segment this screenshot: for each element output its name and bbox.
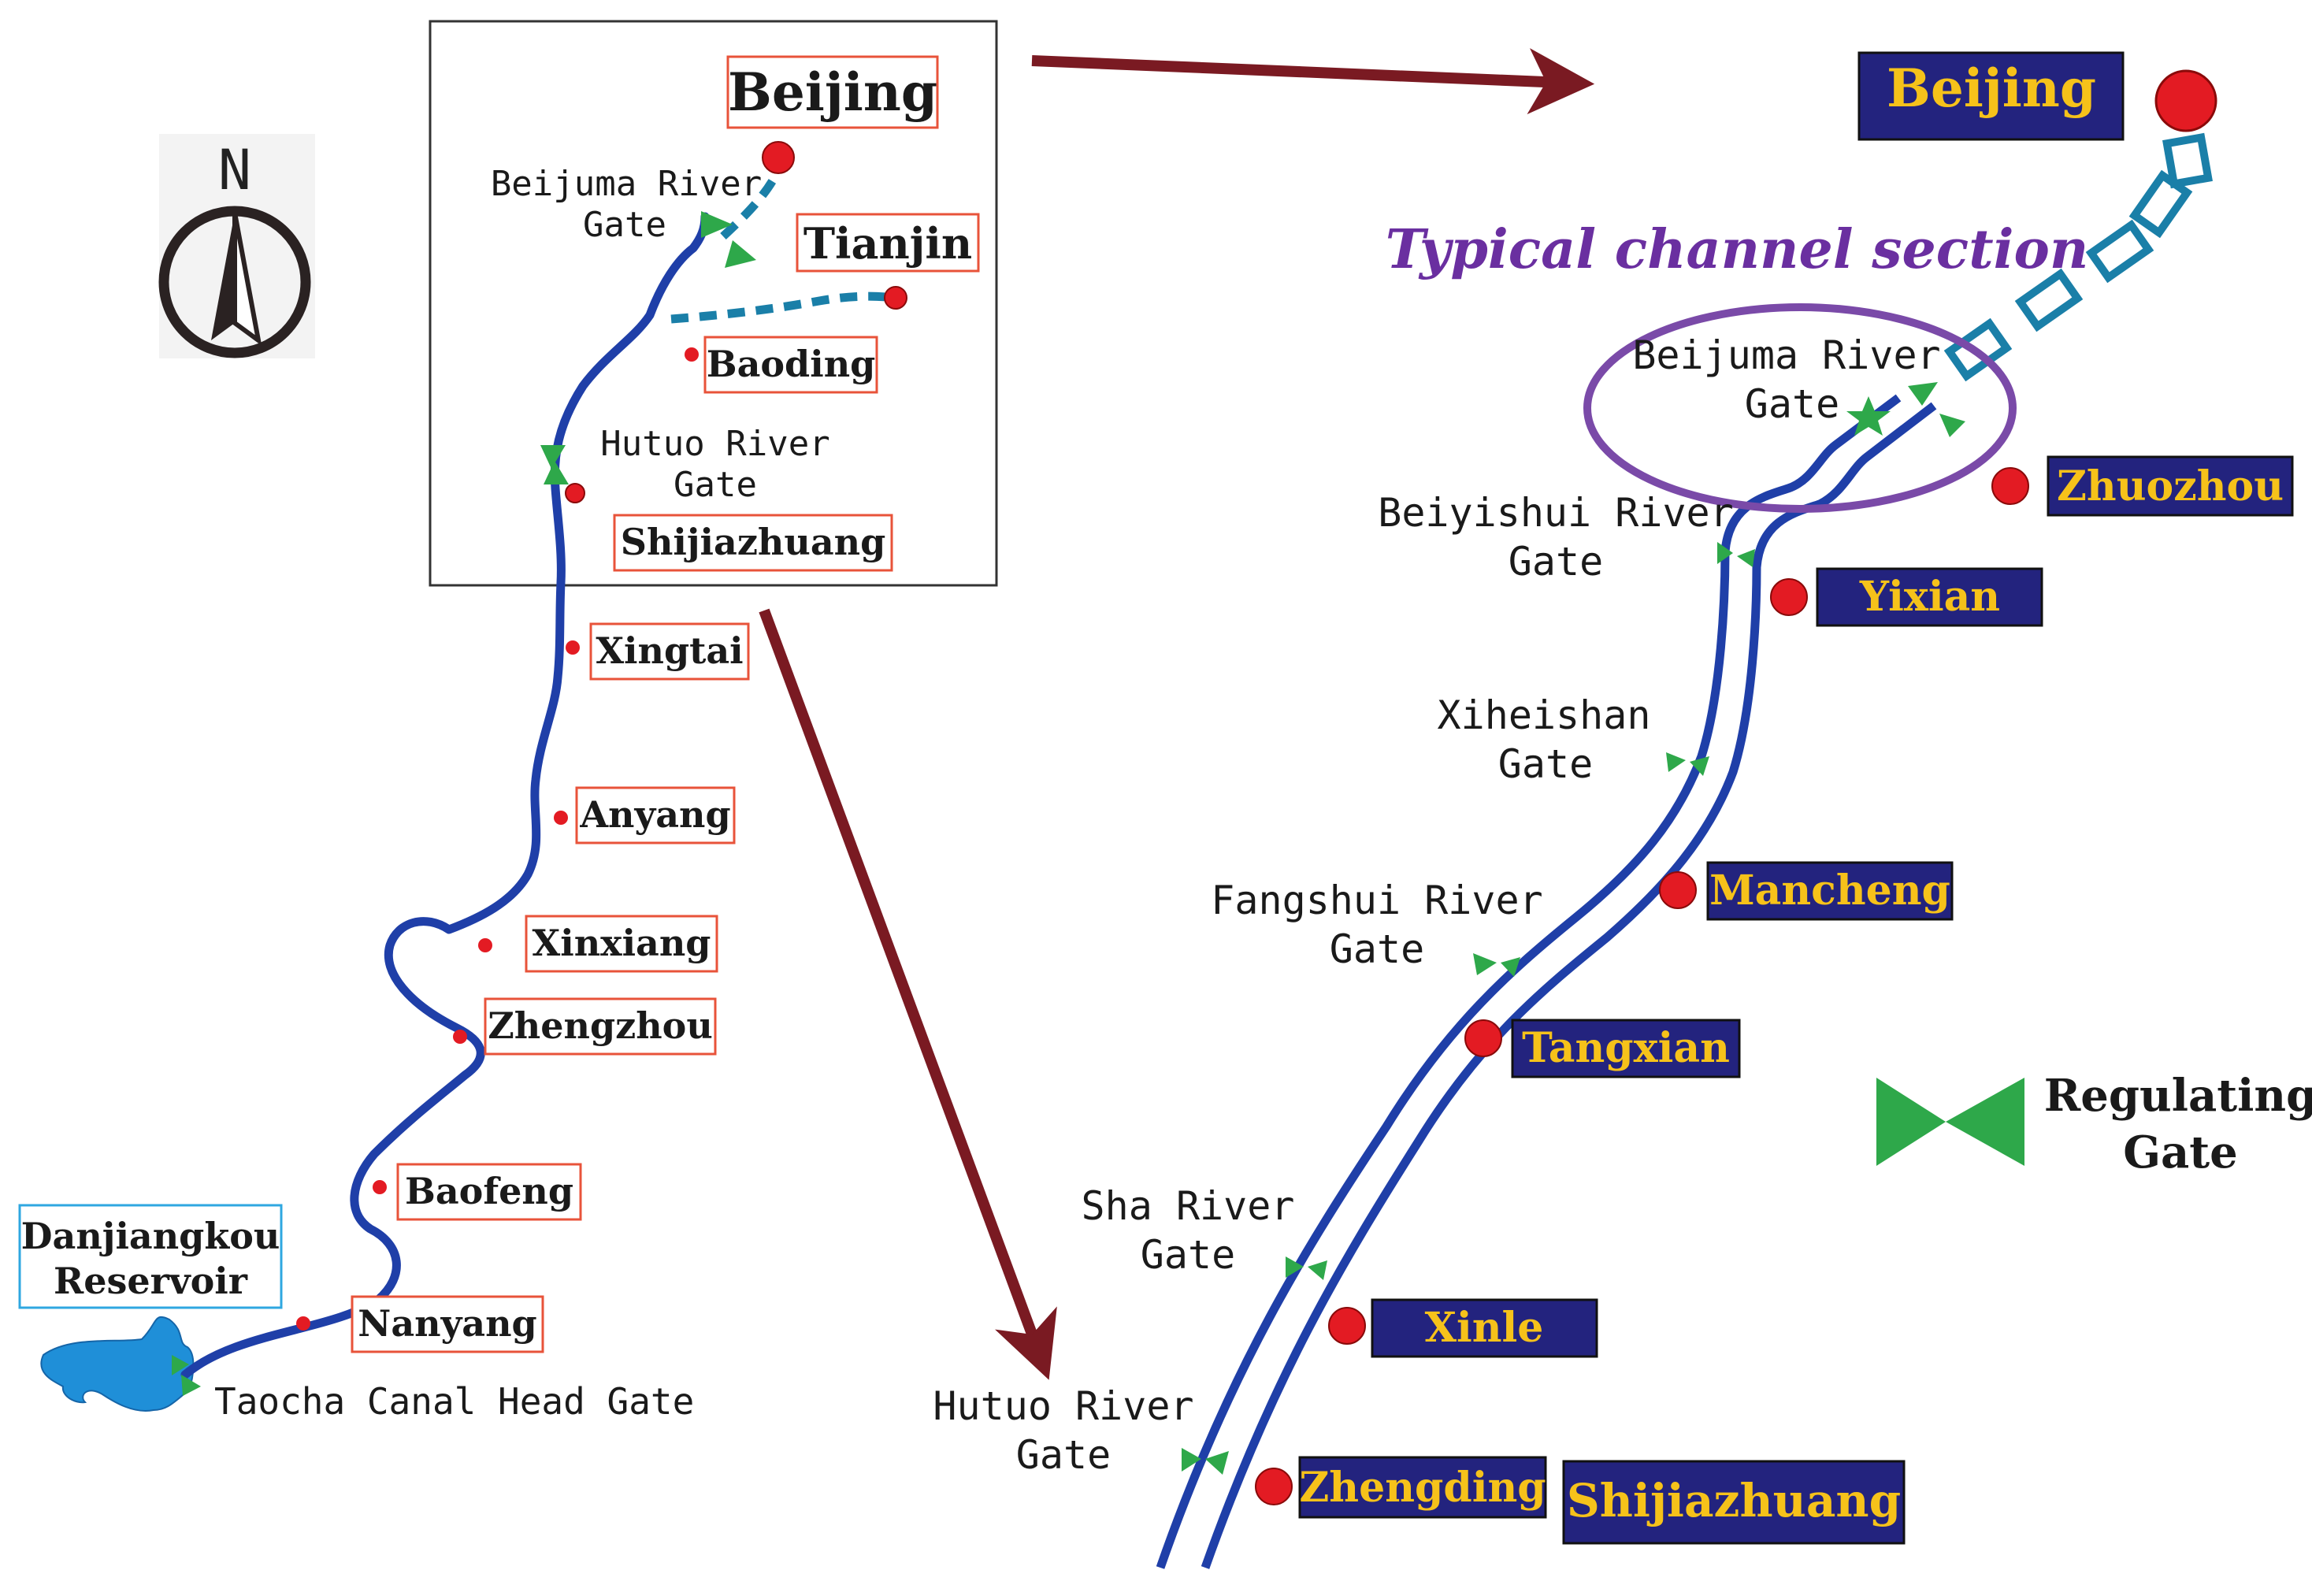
label-zhuozhou: Zhuozhou — [2057, 462, 2284, 510]
label-beijing-left: Beijing — [728, 61, 937, 123]
label-xingtai: Xingtai — [596, 629, 743, 672]
north-compass-icon: N — [158, 134, 315, 358]
gate-icon-beijuma-right — [1908, 382, 1965, 437]
label-fangshui-gate-line2: Gate — [1330, 926, 1424, 972]
label-zhengding: Zhengding — [1299, 1464, 1546, 1512]
city-dot-beijing-left — [762, 141, 795, 174]
label-shijiazhuang-right: Shijiazhuang — [1567, 1474, 1901, 1527]
label-sha-gate-line2: Gate — [1141, 1232, 1235, 1278]
label-beijing-right: Beijing — [1887, 58, 2096, 119]
label-sha-gate-line1: Sha River — [1082, 1183, 1295, 1229]
typical-section-title: Typical channel section — [1386, 218, 2089, 281]
city-dot-beijing-right — [2154, 69, 2217, 132]
canal-double-line-inner — [1201, 402, 1937, 1569]
canal-main-route-left — [180, 212, 710, 1379]
label-xiheishan-gate-line1: Xiheishan — [1438, 692, 1651, 738]
city-dot-nanyang — [296, 1316, 310, 1331]
label-beijuma-gate-left-line2: Gate — [583, 205, 666, 245]
label-beijuma-gate-right-line1: Beijuma River — [1632, 332, 1940, 378]
gate-icon-beijuma-left — [701, 211, 756, 268]
label-nanyang: Nanyang — [358, 1302, 536, 1345]
city-dot-zhengding — [1255, 1468, 1293, 1505]
city-dot-baofeng — [373, 1180, 387, 1194]
city-dot-xingtai — [566, 640, 580, 655]
inset-frame — [429, 20, 998, 587]
danjiangkou-reservoir-shape — [40, 1316, 195, 1412]
canal-dashed-to-tianjin-left — [670, 291, 895, 324]
gate-icon-hutuo-right — [1182, 1448, 1229, 1475]
legend-label-line2: Gate — [2123, 1126, 2238, 1178]
city-dot-shijiazhuang-left — [565, 483, 585, 503]
city-dot-zhengzhou — [453, 1030, 467, 1044]
label-beiyishui-gate-line1: Beiyishui River — [1378, 490, 1734, 536]
label-danjiangkou-reservoir-line1: Danjiangkou — [21, 1215, 280, 1257]
star-icon-beijuma — [1846, 396, 1891, 436]
canal-double-line-outer — [1156, 394, 1902, 1569]
label-zhengzhou: Zhengzhou — [488, 1004, 713, 1047]
label-hutuo-gate-left-line2: Gate — [674, 465, 757, 505]
label-tangxian: Tangxian — [1522, 1024, 1730, 1072]
label-beijuma-gate-right-line2: Gate — [1745, 381, 1839, 427]
label-anyang: Anyang — [579, 793, 730, 836]
regulating-gate-legend-icon — [1876, 1078, 2024, 1166]
label-beijuma-gate-left-line1: Beijuma River — [491, 164, 762, 204]
arrow-to-lower-right — [759, 608, 1057, 1380]
label-xiheishan-gate-line2: Gate — [1498, 741, 1593, 787]
gate-icon-xiheishan — [1666, 752, 1709, 776]
city-dot-xinle — [1328, 1307, 1366, 1345]
typical-section-ellipse — [1583, 303, 2017, 513]
label-xinle: Xinle — [1425, 1304, 1544, 1352]
label-xinxiang: Xinxiang — [533, 922, 711, 964]
canal-dashed-to-beijing-left — [720, 173, 780, 240]
label-baofeng: Baofeng — [405, 1170, 573, 1212]
label-shijiazhuang-left: Shijiazhuang — [621, 521, 886, 563]
label-yixian: Yixian — [1859, 573, 2000, 621]
gate-icon-fangshui — [1473, 953, 1520, 977]
gate-icon-sha — [1286, 1256, 1327, 1280]
label-taocha-gate: Taocha Canal Head Gate — [214, 1380, 694, 1423]
city-dot-tangxian — [1464, 1019, 1502, 1057]
label-hutuo-gate-right-line1: Hutuo River — [933, 1383, 1193, 1429]
city-dot-baoding-left — [685, 347, 699, 362]
label-hutuo-gate-right-line2: Gate — [1016, 1432, 1111, 1478]
label-fangshui-gate-line1: Fangshui River — [1211, 878, 1542, 923]
gate-icon-taocha — [172, 1355, 201, 1396]
label-hutuo-gate-left-line1: Hutuo River — [600, 424, 829, 464]
city-dot-tianjin-left — [884, 286, 907, 310]
legend-label-line1: Regulating — [2044, 1070, 2312, 1122]
city-dot-yixian — [1770, 578, 1808, 616]
label-danjiangkou-reservoir-line2: Reservoir — [54, 1260, 248, 1302]
city-dot-zhuozhou — [1991, 467, 2029, 505]
city-dot-xinxiang — [478, 938, 492, 952]
gate-icon-hutuo-left — [540, 445, 569, 484]
label-baoding-left: Baoding — [707, 343, 876, 385]
compass-north-label: N — [218, 138, 251, 202]
label-beiyishui-gate-line2: Gate — [1509, 539, 1603, 585]
arrow-to-right-map — [1031, 48, 1595, 115]
gate-icon-beiyishui — [1717, 542, 1755, 567]
label-mancheng: Mancheng — [1709, 867, 1950, 915]
city-dot-mancheng — [1659, 871, 1697, 909]
label-tianjin-left: Tianjin — [803, 218, 972, 269]
city-dot-anyang — [554, 811, 568, 825]
